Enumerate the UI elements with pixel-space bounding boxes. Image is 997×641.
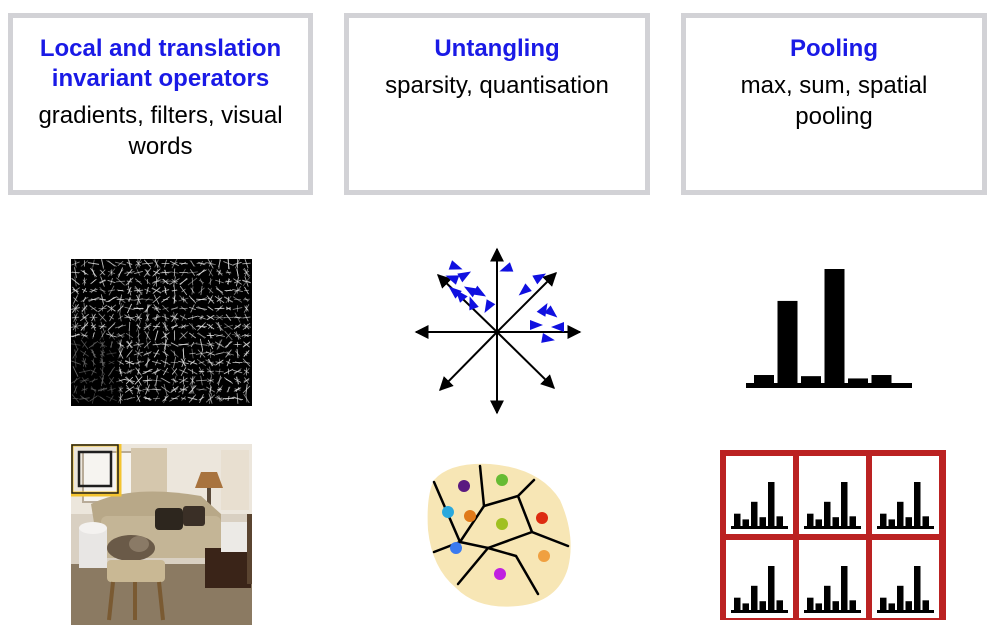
untangling-box: Untangling sparsity, quantisation [344, 13, 650, 195]
grid-cell-5-baseline [804, 610, 861, 613]
sparse-point-16 [448, 286, 462, 299]
sparse-point-10 [532, 273, 547, 285]
grid-cell-5-bar-2 [815, 603, 822, 610]
grid-cell-2-bar-4 [832, 517, 839, 526]
sparse-point-14 [551, 322, 564, 332]
untangling-vector-space [414, 247, 582, 415]
histogram-bar-6 [871, 375, 892, 383]
grid-cell-1-bar-4 [759, 517, 766, 526]
grid-cell-6-bar-5 [914, 566, 921, 610]
untangling-title: Untangling [434, 35, 560, 62]
grid-cell-6-baseline [877, 610, 934, 613]
grid-cell-6-bar-3 [897, 585, 904, 610]
grid-cell-3-bar-2 [888, 519, 895, 526]
grid-cell-1-bar-6 [776, 516, 783, 526]
grid-cell-4-bar-1 [734, 597, 741, 610]
grid-cell-2-bar-6 [849, 516, 856, 526]
spatial-pooling-grid [720, 450, 946, 620]
histogram-bar-4 [824, 269, 845, 383]
cluster-dot-6 [536, 512, 548, 524]
grid-cell-2-bar-2 [815, 519, 822, 526]
sparse-point-8 [469, 296, 479, 311]
grid-cell-3-bar-5 [914, 482, 921, 526]
sparse-point-6 [472, 285, 487, 297]
sparse-point-1 [448, 260, 463, 270]
grid-cell-2-baseline [804, 526, 861, 529]
histogram-bar-2 [777, 300, 798, 383]
sparse-point-12 [544, 305, 558, 318]
sparse-point-7 [484, 299, 496, 314]
cluster-dot-1 [458, 480, 470, 492]
grid-cell-5-bar-1 [807, 597, 814, 610]
cluster-dot-5 [496, 518, 508, 530]
cluster-dot-9 [494, 568, 506, 580]
grid-cell-5-bar-3 [824, 585, 831, 610]
grid-cell-4-baseline [731, 610, 788, 613]
grid-cell-6-bar-2 [888, 603, 895, 610]
cluster-dot-2 [496, 474, 508, 486]
grid-cell-6-bar-4 [905, 601, 912, 610]
cluster-dot-8 [538, 550, 550, 562]
grid-cell-4-bar-5 [768, 566, 775, 610]
sparse-point-3 [445, 275, 460, 285]
grid-cell-3-bar-4 [905, 517, 912, 526]
sparse-point-13 [530, 320, 543, 330]
operators-description: gradients, filters, visual words [38, 102, 283, 160]
grid-cell-4-bar-6 [776, 600, 783, 610]
untangling-description: sparsity, quantisation [385, 72, 609, 99]
grid-cell-3-bar-1 [880, 513, 887, 526]
sparse-point-9 [499, 262, 514, 272]
grid-cell-3-bar-3 [897, 501, 904, 526]
grid-cell-6-bar-1 [880, 597, 887, 610]
grid-cell-3-bar-6 [922, 516, 929, 526]
grid-cell-1-bar-1 [734, 513, 741, 526]
operators-title: Local and translation invariant operator… [39, 35, 282, 92]
grid-cell-4-bar-4 [759, 601, 766, 610]
grid-cell-1-bar-3 [751, 501, 758, 526]
living-room-photo [71, 444, 252, 625]
pooling-title: Pooling [790, 35, 878, 62]
cluster-dot-4 [464, 510, 476, 522]
grid-cell-4-bar-3 [751, 585, 758, 610]
grid-cell-3-baseline [877, 526, 934, 529]
grid-cell-4-bar-2 [742, 603, 749, 610]
grid-cell-5-bar-4 [832, 601, 839, 610]
grid-cell-1-bar-2 [742, 519, 749, 526]
pooling-box: Pooling max, sum, spatial pooling [681, 13, 987, 195]
sparse-point-15 [541, 333, 555, 343]
grid-cell-6-bar-6 [922, 600, 929, 610]
cluster-dot-7 [450, 542, 462, 554]
grid-cell-1-bar-5 [768, 482, 775, 526]
grid-cell-5-bar-6 [849, 600, 856, 610]
quantisation-regions [427, 463, 571, 607]
grid-cell-2-bar-3 [824, 501, 831, 526]
sparse-point-17 [536, 302, 548, 317]
cluster-dot-3 [442, 506, 454, 518]
gradient-feature-image [71, 259, 252, 406]
histogram-baseline [746, 383, 912, 388]
pooled-histogram [746, 269, 912, 388]
grid-cell-2-bar-1 [807, 513, 814, 526]
pooling-description: max, sum, spatial pooling [740, 72, 928, 130]
operators-box: Local and translation invariant operator… [8, 13, 313, 195]
histogram-bar-5 [848, 378, 868, 383]
grid-cell-2-bar-5 [841, 482, 848, 526]
histogram-bar-1 [754, 375, 774, 383]
sparse-point-11 [518, 283, 532, 296]
grid-cell-5-bar-5 [841, 566, 848, 610]
grid-cell-1-baseline [731, 526, 788, 529]
sparse-point-2 [457, 271, 472, 283]
histogram-bar-3 [801, 376, 821, 383]
